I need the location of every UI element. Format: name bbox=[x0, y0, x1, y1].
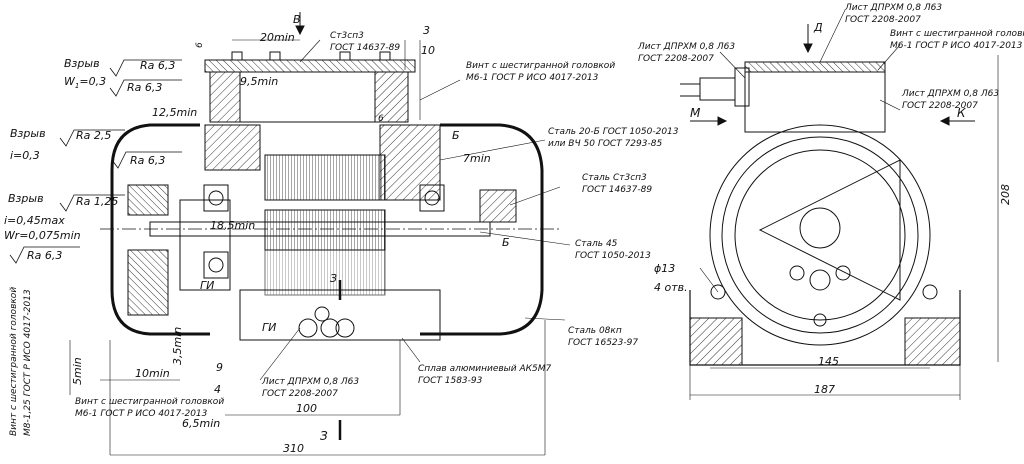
terminal-box-cover bbox=[204, 59, 416, 73]
dim-310: 310 bbox=[283, 442, 304, 455]
vint-m6-bottom-line2: М6-1 ГОСТ Р ИСО 4017-2013 bbox=[75, 409, 208, 419]
list-right-line1: Лист ДПРХМ 0,8 Л63 bbox=[902, 89, 1000, 99]
vzryv-label-3: Взрыв bbox=[8, 192, 44, 205]
steel45-line1: Сталь 45 bbox=[575, 239, 618, 249]
fan-left bbox=[127, 184, 169, 316]
dim-3: 3 bbox=[423, 24, 430, 37]
cover-outline-right bbox=[420, 123, 544, 336]
dim-20min: 20min bbox=[260, 31, 295, 44]
section-b-top-label: Б bbox=[452, 129, 460, 142]
dim-18-5min: 18,5min bbox=[210, 219, 256, 232]
steel-20b-line2: или ВЧ 50 ГОСТ 7293-85 bbox=[548, 139, 663, 149]
vint-m8-line1: Винт с шестигранной головкой bbox=[9, 286, 19, 436]
dim-9-5min: 9,5min bbox=[240, 75, 279, 88]
steel-20b-line1: Сталь 20-Б ГОСТ 1050-2013 bbox=[548, 127, 679, 137]
section-z-bottom: З bbox=[320, 429, 328, 443]
gi-label-1: ГИ bbox=[200, 279, 215, 292]
view-k-arrow-label: К bbox=[957, 106, 966, 120]
steel08-line1: Сталь 08кп bbox=[568, 326, 622, 336]
list-dprhm-left-line2: ГОСТ 2208-2007 bbox=[262, 389, 338, 399]
eccentric-weight bbox=[758, 159, 901, 301]
vint-right-line1: Винт с шестигранной головкой bbox=[890, 29, 1024, 39]
vint-m6-top-line2: М6-1 ГОСТ Р ИСО 4017-2013 bbox=[466, 73, 599, 83]
list-left-line1: Лист ДПРХМ 0,8 Л63 bbox=[638, 42, 736, 52]
cable-gland bbox=[680, 67, 750, 107]
list-top-line1: Лист ДПРХМ 0,8 Л63 bbox=[845, 3, 943, 13]
section-b-arrow-label: В bbox=[293, 13, 301, 26]
dim-6-top: 6 bbox=[195, 42, 205, 48]
dim-12-5min: 12,5min bbox=[152, 106, 198, 119]
hole-diameter: ϕ13 bbox=[654, 262, 676, 275]
vint-m6-top-line1: Винт с шестигранной головкой bbox=[466, 61, 616, 71]
wr-label: Wr=0,075min bbox=[4, 229, 81, 242]
roughness-ra63-d: Ra 6,3 bbox=[27, 249, 63, 262]
cover-outline bbox=[110, 123, 210, 336]
stator-pack bbox=[264, 154, 386, 201]
dim-3-5min: 3,5min bbox=[171, 326, 184, 365]
dim-9: 9 bbox=[216, 361, 223, 374]
i-045max-label: i=0,45max bbox=[4, 214, 65, 227]
dim-6-mid: 6 bbox=[378, 114, 384, 124]
gi-label-2: ГИ bbox=[262, 321, 277, 334]
roughness-ra63-a: Ra 6,3 bbox=[140, 59, 176, 72]
gost-14637-top: ГОСТ 14637-89 bbox=[330, 43, 401, 53]
lower-housing bbox=[239, 289, 441, 341]
roughness-ra63-c: Ra 6,3 bbox=[130, 154, 166, 167]
material-st3sp3-top: Ст3сп3 bbox=[330, 31, 364, 41]
alloy-line2: ГОСТ 1583-93 bbox=[418, 376, 483, 386]
vint-m6-bottom-line1: Винт с шестигранной головкой bbox=[75, 397, 225, 407]
dim-145: 145 bbox=[818, 355, 839, 368]
section-z-top: З bbox=[330, 272, 338, 285]
bearing-left bbox=[203, 184, 229, 279]
section-b-bottom-label: Б bbox=[502, 236, 510, 249]
list-dprhm-left-line1: Лист ДПРХМ 0,8 Л63 bbox=[262, 377, 360, 387]
steel45-line2: ГОСТ 1050-2013 bbox=[575, 251, 651, 261]
roughness-ra25: Ra 2,5 bbox=[76, 129, 112, 142]
vzryv-label-1: Взрыв bbox=[64, 57, 100, 70]
dim-100: 100 bbox=[296, 402, 317, 415]
roughness-ra63-b: Ra 6,3 bbox=[127, 81, 163, 94]
view-m-arrow-label: М bbox=[690, 106, 701, 120]
dim-4: 4 bbox=[214, 383, 221, 396]
list-right-line2: ГОСТ 2208-2007 bbox=[902, 101, 978, 111]
dim-5min: 5min bbox=[71, 357, 84, 385]
bearing-right bbox=[419, 184, 445, 212]
view-d-arrow-label: Д bbox=[814, 21, 823, 34]
dim-10: 10 bbox=[421, 44, 435, 57]
vzryv-label-2: Взрыв bbox=[10, 127, 46, 140]
dim-7min: 7min bbox=[463, 152, 491, 165]
list-left-line2: ГОСТ 2208-2007 bbox=[638, 54, 714, 64]
dim-208: 208 bbox=[999, 184, 1012, 205]
roughness-ra125: Ra 1,25 bbox=[76, 195, 119, 208]
rotor-pack bbox=[264, 209, 386, 251]
dim-6-5min: 6,5min bbox=[182, 417, 221, 430]
list-top-line2: ГОСТ 2208-2007 bbox=[845, 15, 921, 25]
vint-m8-line2: М8-1,25 ГОСТ Р ИСО 4017-2013 bbox=[23, 289, 33, 436]
vint-right-line2: М6-1 ГОСТ Р ИСО 4017-2013 bbox=[890, 41, 1023, 51]
right-end-view bbox=[680, 9, 999, 400]
w1-label: W1=0,3 bbox=[64, 75, 107, 91]
dim-187: 187 bbox=[814, 383, 835, 396]
steel-st3-line2: ГОСТ 14637-89 bbox=[582, 185, 653, 195]
fan-right bbox=[479, 189, 517, 223]
left-section-view bbox=[9, 12, 571, 456]
i-0-3-label: i=0,3 bbox=[10, 149, 40, 162]
steel08-line2: ГОСТ 16523-97 bbox=[568, 338, 639, 348]
motor-body-circle bbox=[709, 124, 931, 346]
hole-count: 4 отв. bbox=[654, 281, 688, 294]
steel-st3-line1: Сталь Ст3сп3 bbox=[582, 173, 647, 183]
dim-10min: 10min bbox=[135, 367, 170, 380]
alloy-line1: Сплав алюминиевый АК5М7 bbox=[418, 364, 552, 374]
housing-right-wall bbox=[379, 124, 441, 201]
housing-left-wall bbox=[204, 124, 261, 171]
top-bolts bbox=[231, 51, 391, 61]
